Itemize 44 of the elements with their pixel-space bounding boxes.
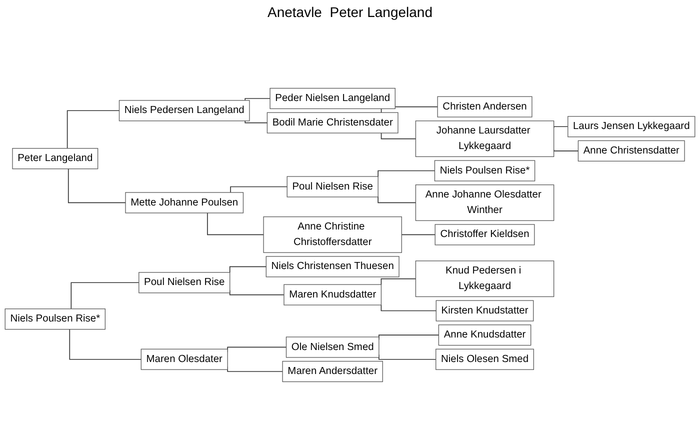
node-box: Niels Poulsen Rise*	[434, 160, 536, 182]
chart-title: Anetavle Peter Langeland	[266, 4, 434, 20]
node-box: Niels Poulsen Rise*	[4, 308, 106, 330]
connector	[401, 234, 436, 236]
connector	[70, 282, 140, 310]
node-box: Anne Knudsdatter	[438, 324, 532, 346]
node-box: Johanne Laursdatter Lykkegaard	[415, 120, 554, 157]
connector	[380, 304, 437, 312]
node-box: Anne Christine Christoffersdatter	[263, 216, 402, 253]
connector	[207, 212, 264, 236]
connector	[380, 278, 416, 285]
node-box: Anne Johanne Olesdatter Winther	[415, 184, 554, 221]
node-box: Niels Olesen Smed	[436, 348, 534, 370]
connector	[380, 132, 416, 140]
node-box: Christoffer Kieldsen	[434, 224, 535, 246]
connector	[230, 186, 288, 193]
connector	[244, 120, 268, 124]
connector	[68, 168, 126, 204]
connector	[244, 98, 270, 101]
connector	[229, 266, 267, 273]
node-box: Peder Nielsen Langeland	[270, 88, 396, 110]
node-box: Knud Pedersen i Lykkegaard	[415, 260, 554, 298]
node-box: Niels Pedersen Langeland	[118, 100, 250, 122]
node-box: Maren Andersdatter	[282, 360, 383, 382]
connector	[553, 149, 579, 152]
node-box: Laurs Jensen Lykkegaard	[568, 116, 696, 138]
connector	[378, 170, 436, 178]
connector	[553, 126, 568, 128]
node-box: Ole Nielsen Smed	[286, 336, 380, 358]
node-box: Kirsten Knudstatter	[436, 300, 534, 322]
connector	[69, 328, 142, 360]
node-box: Maren Olesdater	[140, 348, 228, 370]
connector	[378, 196, 416, 204]
node-box: Poul Nielsen Rise	[286, 176, 378, 198]
node-box: Maren Knudsdatter	[284, 284, 382, 306]
connector	[66, 110, 120, 149]
node-box: Peter Langeland	[12, 148, 98, 170]
node-box: Niels Christensen Thuesen	[266, 256, 400, 278]
node-box: Mette Johanne Poulsen	[125, 192, 244, 214]
node-box: Anne Christensdatter	[578, 140, 685, 162]
node-box: Christen Andersen	[437, 96, 532, 118]
node-box: Poul Nielsen Rise	[138, 272, 230, 294]
connector	[229, 290, 284, 296]
node-box: Bodil Marie Christensdater	[266, 112, 398, 134]
